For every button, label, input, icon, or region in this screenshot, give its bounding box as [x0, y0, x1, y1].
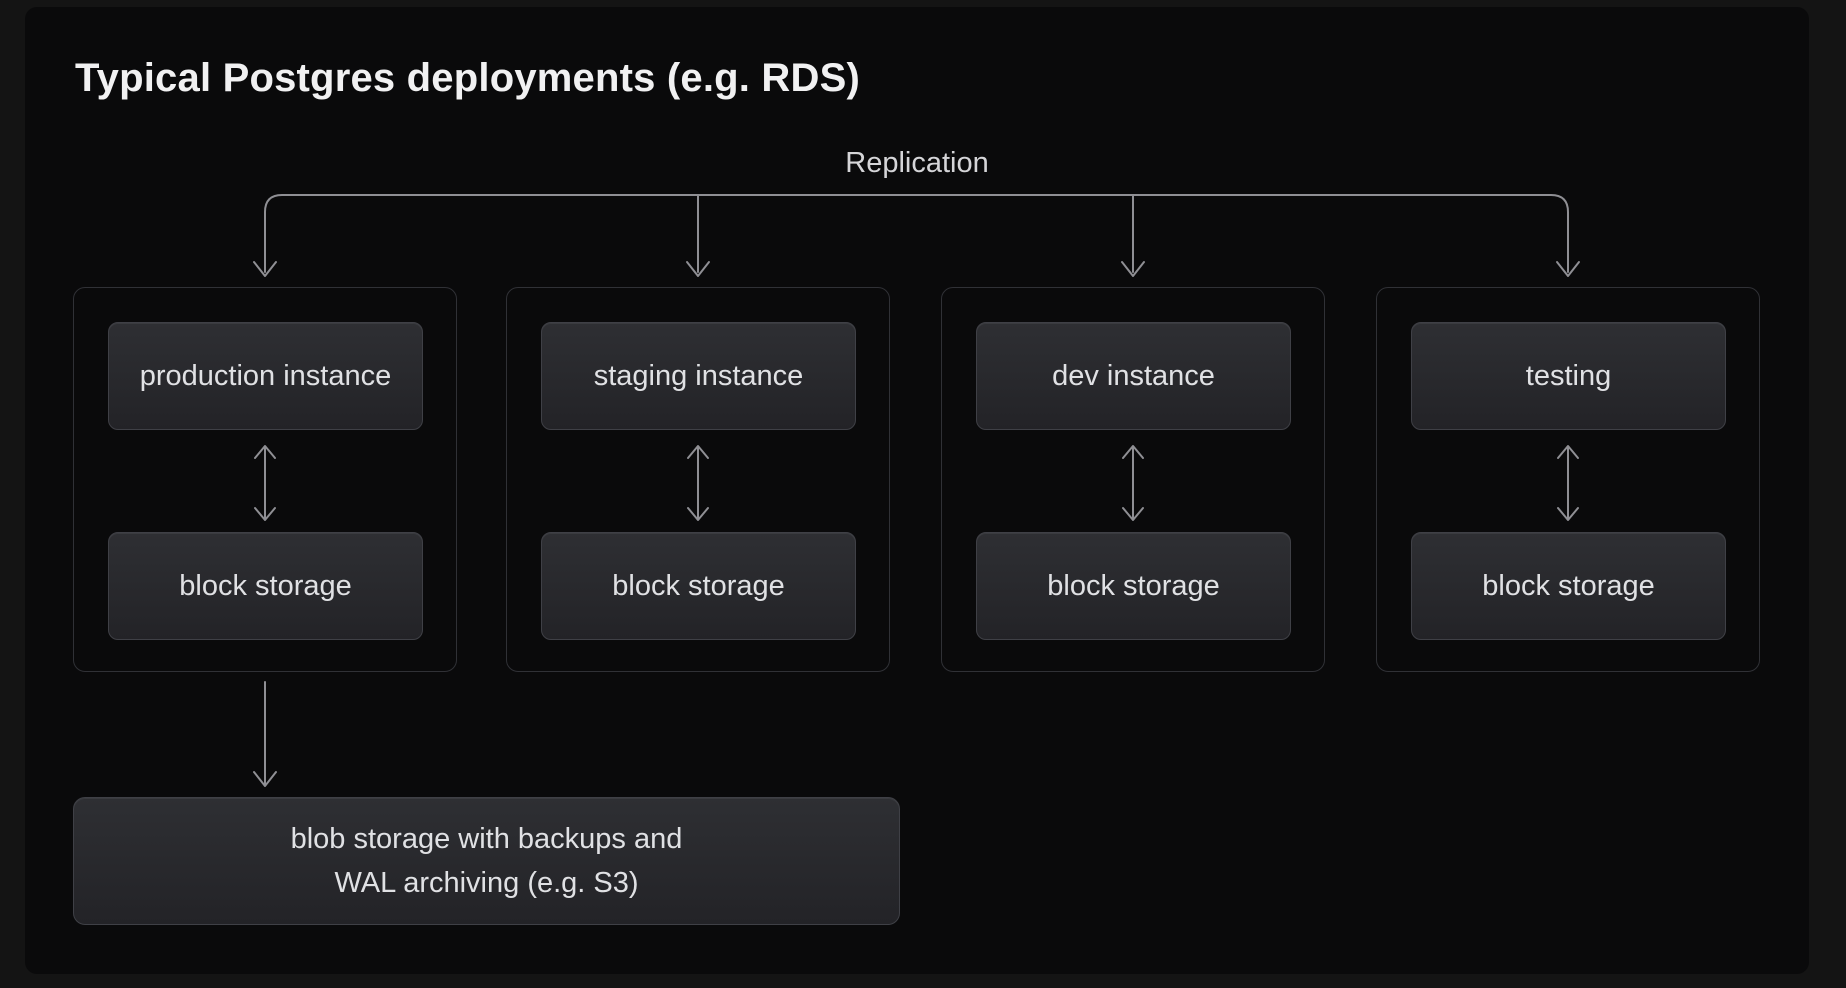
blob-storage-line2: WAL archiving (e.g. S3) — [334, 867, 639, 899]
group-dev: dev instance block storage — [941, 287, 1325, 672]
node-label: testing — [1525, 359, 1612, 392]
node-label: dev instance — [1052, 359, 1215, 392]
group-staging: staging instance block storage — [506, 287, 890, 672]
node-label: block storage — [1047, 569, 1220, 602]
node-block-storage: block storage — [108, 532, 423, 640]
group-testing: testing block storage — [1376, 287, 1760, 672]
replication-label: Replication — [845, 147, 989, 179]
blob-storage-line1: blob storage with backups and — [290, 823, 683, 855]
node-testing: testing — [1411, 322, 1726, 430]
node-block-storage: block storage — [541, 532, 856, 640]
node-block-storage: block storage — [976, 532, 1291, 640]
node-production-instance: production instance — [108, 322, 423, 430]
node-dev-instance: dev instance — [976, 322, 1291, 430]
node-block-storage: block storage — [1411, 532, 1726, 640]
node-label: block storage — [179, 569, 352, 602]
node-label: block storage — [1482, 569, 1655, 602]
node-label: staging instance — [593, 359, 804, 392]
node-staging-instance: staging instance — [541, 322, 856, 430]
group-production: production instance block storage — [73, 287, 457, 672]
page-title: Typical Postgres deployments (e.g. RDS) — [75, 56, 861, 100]
node-label: production instance — [139, 359, 392, 392]
node-blob-storage: blob storage with backups and WAL archiv… — [73, 797, 900, 925]
node-label: block storage — [612, 569, 785, 602]
